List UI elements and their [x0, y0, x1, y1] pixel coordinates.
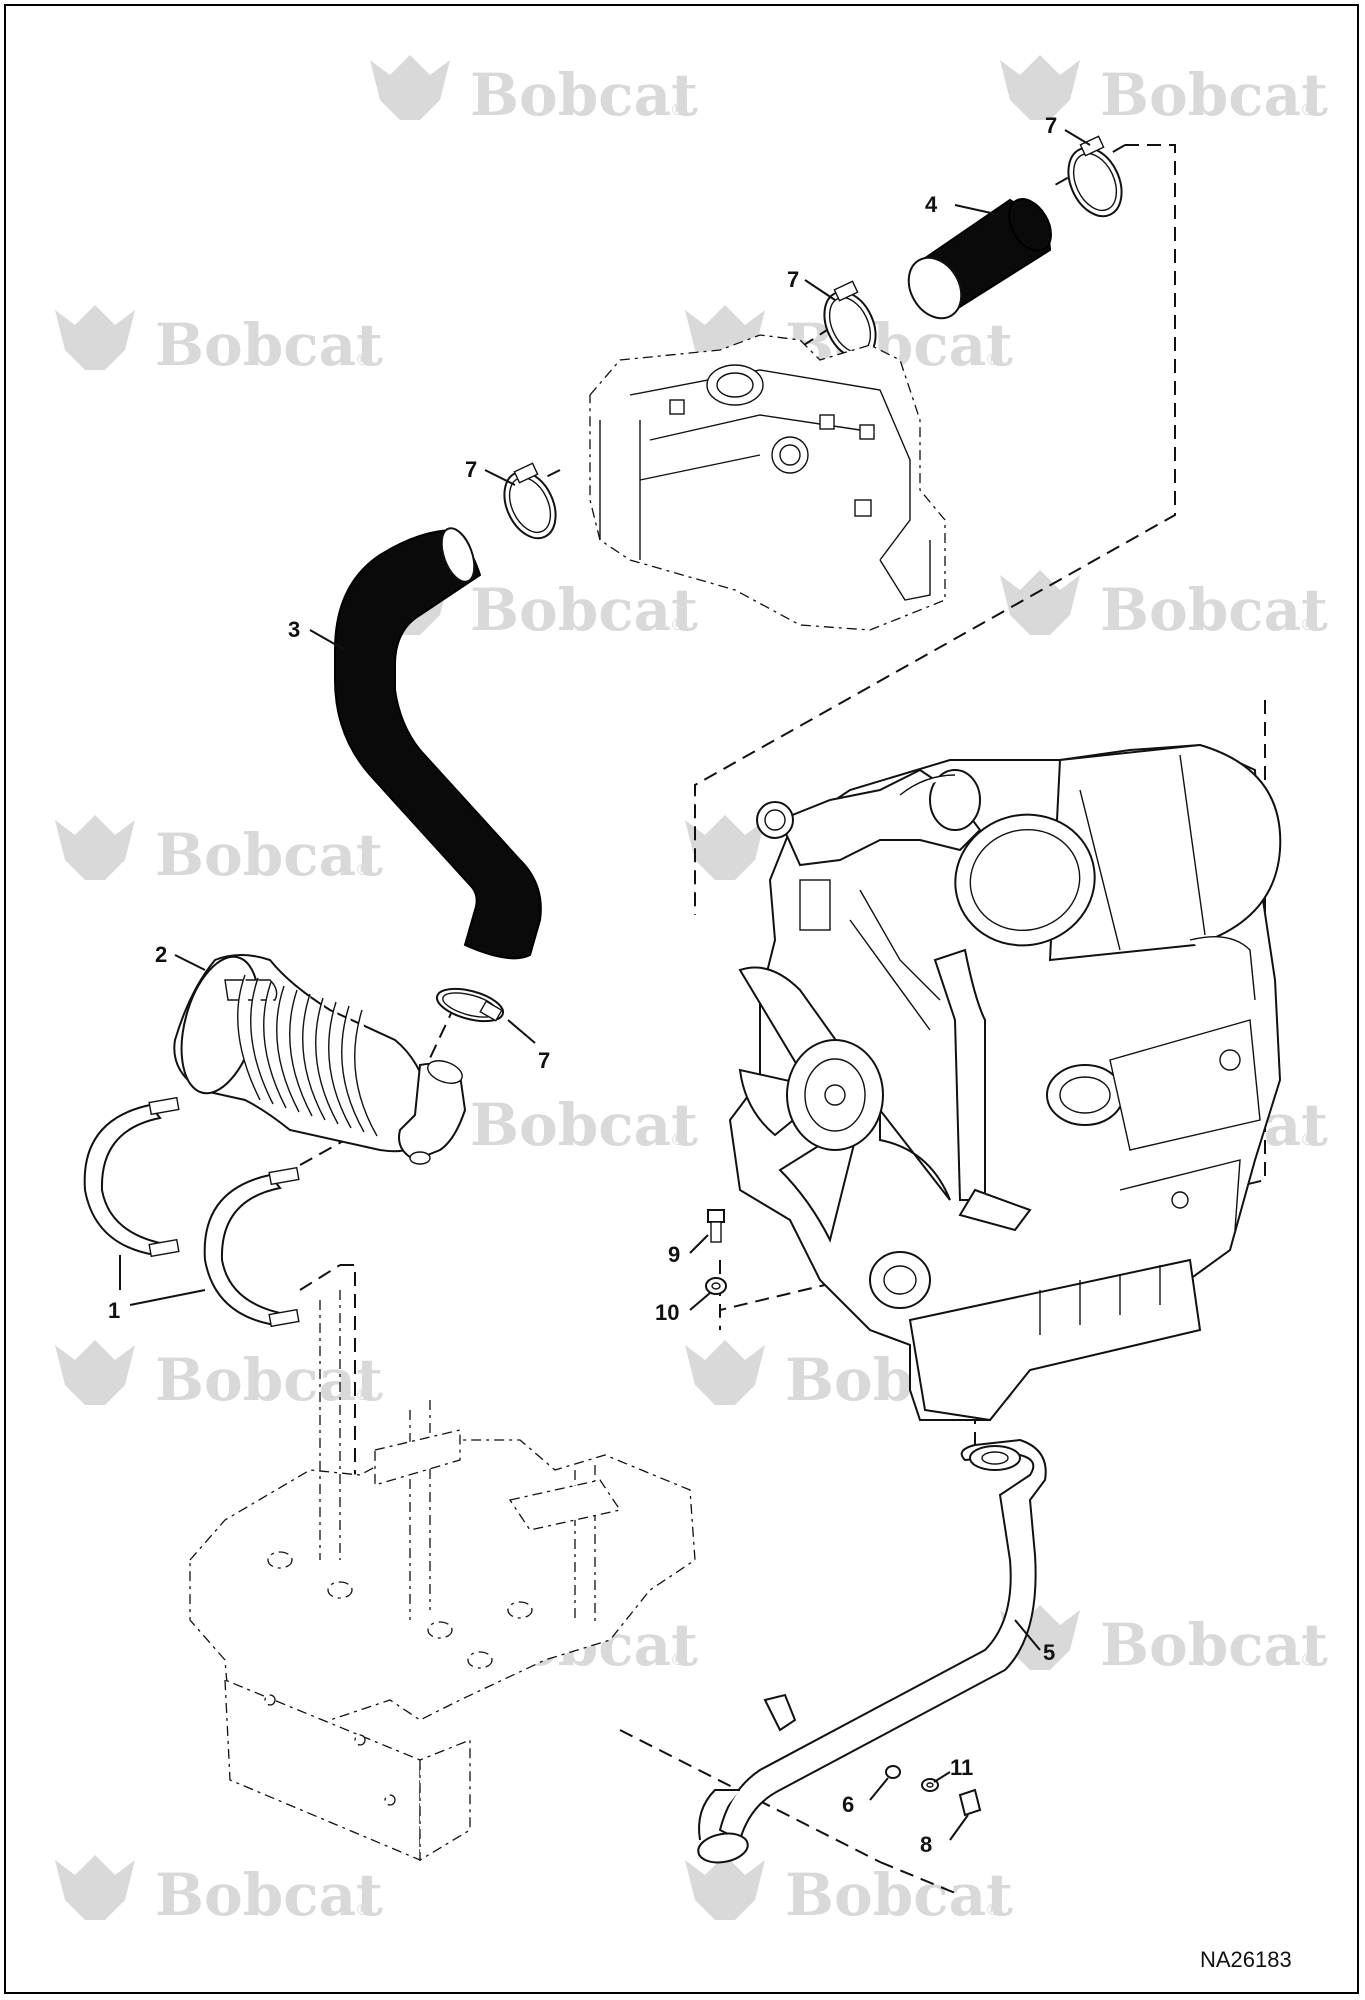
watermark-registered-mark: ®: [1300, 615, 1316, 634]
watermark-registered-mark: ®: [355, 1385, 371, 1404]
watermark-registered-mark: ®: [1300, 1650, 1316, 1669]
watermark-registered-mark: ®: [670, 1650, 686, 1669]
callout-labels: 7 4 7 7 3 2 7 1 9 10 5 11 6 8: [108, 113, 1057, 1857]
watermark-text: Bobcat: [155, 1346, 383, 1414]
bolt-part-9: [707, 1209, 725, 1243]
mounting-bands-part-1: [83, 1096, 300, 1328]
large-hose-part-3: [334, 527, 542, 960]
watermark-text: Bobcat: [155, 1861, 383, 1929]
watermark-logo: Bobcat®: [55, 305, 383, 379]
watermark-logo: Bobcat®: [685, 1855, 1013, 1929]
radiator-ghost: [589, 334, 946, 631]
washer-part-6: [885, 1765, 901, 1779]
callout-4: 4: [925, 192, 938, 217]
hose-clamp-radiator: [503, 462, 557, 540]
watermark-registered-mark: ®: [1300, 1130, 1316, 1149]
callout-3: 3: [288, 617, 300, 642]
watermark-text: Bobcat: [470, 576, 698, 644]
short-hose-part-4: [907, 198, 1052, 320]
callout-5: 5: [1043, 1640, 1055, 1665]
watermark-registered-mark: ®: [670, 1130, 686, 1149]
air-cleaner-ribs: [237, 974, 378, 1137]
watermark-text: Bobcat: [155, 311, 383, 379]
watermark-registered-mark: ®: [985, 1900, 1001, 1919]
watermark-registered-mark: ®: [355, 350, 371, 369]
callout-9: 9: [668, 1242, 680, 1267]
watermark-logo: Bobcat®: [55, 815, 383, 889]
watermark-text: Bobcat: [1100, 61, 1328, 129]
watermark-registered-mark: ®: [670, 100, 686, 119]
callout-11: 11: [950, 1755, 973, 1780]
engine-block-details: [799, 879, 1261, 1335]
air-cleaner-part-2: [173, 954, 467, 1165]
watermark-text: Bobcat: [1100, 1611, 1328, 1679]
hose-clamp-top: [1067, 135, 1123, 218]
engine-assembly: [728, 743, 1282, 1422]
hose-clamp-lower: [435, 987, 505, 1023]
callout-7-radiator: 7: [465, 457, 477, 482]
watermark-registered-mark: ®: [355, 1900, 371, 1919]
watermark-registered-mark: ®: [355, 860, 371, 879]
watermark-text: Bobcat: [155, 821, 383, 889]
watermark-text: Bobcat: [1100, 576, 1328, 644]
callout-6: 6: [842, 1792, 854, 1817]
watermark-text: Bobcat: [785, 1861, 1013, 1929]
watermark-logo: Bobcat®: [1000, 570, 1328, 644]
watermark-registered-mark: ®: [985, 350, 1001, 369]
callout-1: 1: [108, 1298, 120, 1323]
callout-10: 10: [655, 1300, 679, 1325]
callout-7-mid: 7: [787, 267, 799, 292]
watermark-registered-mark: ®: [670, 615, 686, 634]
watermark-registered-mark: ®: [1300, 100, 1316, 119]
washer-part-10: [705, 1277, 727, 1295]
callout-7-lower: 7: [538, 1048, 550, 1073]
watermark-logo: Bobcat®: [1000, 1605, 1328, 1679]
watermark-text: Bobcat: [470, 1091, 698, 1159]
engine-fan: [738, 966, 951, 1243]
figure-id: NA26183: [1200, 1947, 1292, 1972]
callout-2: 2: [155, 942, 167, 967]
callout-8: 8: [920, 1832, 932, 1857]
watermark-text: Bobcat: [470, 61, 698, 129]
bolt-part-8: [958, 1788, 982, 1817]
watermark-logo: Bobcat®: [55, 1340, 383, 1414]
drawing-frame: [4, 4, 1359, 1994]
watermark-logo: Bobcat®: [1000, 55, 1328, 129]
leader-lines: [119, 129, 1091, 1841]
exhaust-pipe-part-5: [697, 1438, 1047, 1864]
machine-frame-ghost: [189, 1290, 696, 1862]
callout-7-top: 7: [1045, 113, 1057, 138]
watermark-logo: Bobcat®: [370, 55, 698, 129]
watermark-logo: Bobcat®: [55, 1855, 383, 1929]
